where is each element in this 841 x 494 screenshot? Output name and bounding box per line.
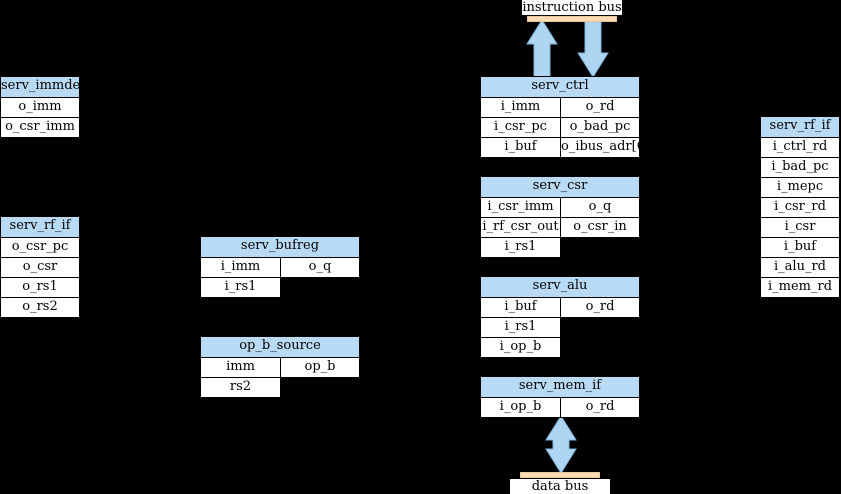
- port-row: i_alu_rd: [760, 258, 840, 278]
- port-cell-output[interactable]: o_ibus_adr[0]: [560, 138, 640, 158]
- port-cell-input[interactable]: i_buf: [480, 298, 560, 318]
- port-cell-spacer: [560, 338, 640, 358]
- port-cell-input[interactable]: i_ctrl_rd: [760, 138, 840, 158]
- module-title-op-b-source: op_b_source: [200, 336, 360, 358]
- port-cell-input[interactable]: i_mem_rd: [760, 278, 840, 298]
- module-title-serv-rf-if-left: serv_rf_if: [0, 216, 80, 238]
- module-title-serv-rf-if-right: serv_rf_if: [760, 116, 840, 138]
- port-row: i_op_b: [480, 338, 640, 358]
- port-cell-input[interactable]: i_rs1: [200, 278, 280, 298]
- port-row: i_buf: [760, 238, 840, 258]
- port-cell-input[interactable]: o_imm: [0, 98, 80, 118]
- port-cell-input[interactable]: o_rs2: [0, 298, 80, 318]
- port-row: i_bad_pc: [760, 158, 840, 178]
- port-cell-output[interactable]: o_rd: [560, 398, 640, 418]
- instruction-bus-bar: [527, 16, 617, 22]
- port-row: i_rs1: [480, 238, 640, 258]
- port-cell-spacer: [560, 318, 640, 338]
- module-title-serv-alu: serv_alu: [480, 276, 640, 298]
- port-cell-spacer: [280, 278, 360, 298]
- ibus-read-arrow: [526, 19, 558, 78]
- port-cell-input[interactable]: i_imm: [480, 98, 560, 118]
- port-cell-input[interactable]: imm: [200, 358, 280, 378]
- port-row: i_csr: [760, 218, 840, 238]
- port-cell-input[interactable]: i_csr_imm: [480, 198, 560, 218]
- port-cell-input[interactable]: i_alu_rd: [760, 258, 840, 278]
- port-cell-spacer: [560, 238, 640, 258]
- port-cell-input[interactable]: i_rs1: [480, 318, 560, 338]
- port-cell-input[interactable]: i_op_b: [480, 398, 560, 418]
- port-row: o_rs2: [0, 298, 80, 318]
- port-row: rs2: [200, 378, 360, 398]
- port-cell-output[interactable]: o_rd: [560, 298, 640, 318]
- module-title-serv-ctrl: serv_ctrl: [480, 76, 640, 98]
- port-row: i_csr_rd: [760, 198, 840, 218]
- module-title-serv-immdec: serv_immdec: [0, 76, 80, 98]
- port-cell-output[interactable]: o_q: [280, 258, 360, 278]
- port-cell-input[interactable]: o_csr_pc: [0, 238, 80, 258]
- port-cell-input[interactable]: i_imm: [200, 258, 280, 278]
- port-cell-spacer: [280, 378, 360, 398]
- module-title-serv-csr: serv_csr: [480, 176, 640, 198]
- port-cell-output[interactable]: o_bad_pc: [560, 118, 640, 138]
- module-title-serv-mem-if: serv_mem_if: [480, 376, 640, 398]
- port-row: o_rs1: [0, 278, 80, 298]
- port-row: i_mem_rd: [760, 278, 840, 298]
- port-row: o_imm: [0, 98, 80, 118]
- instruction-bus-label: instruction bus: [522, 0, 622, 15]
- port-cell-output[interactable]: o_q: [560, 198, 640, 218]
- port-cell-input[interactable]: rs2: [200, 378, 280, 398]
- port-row: i_ctrl_rd: [760, 138, 840, 158]
- dbus-arrow: [545, 415, 577, 474]
- module-title-serv-bufreg: serv_bufreg: [200, 236, 360, 258]
- port-cell-output[interactable]: op_b: [280, 358, 360, 378]
- data-bus-label: data bus: [510, 479, 610, 494]
- port-cell-output[interactable]: o_rd: [560, 98, 640, 118]
- port-cell-input[interactable]: i_op_b: [480, 338, 560, 358]
- port-cell-input[interactable]: i_buf: [480, 138, 560, 158]
- port-row: i_mepc: [760, 178, 840, 198]
- port-row: o_csr_pc: [0, 238, 80, 258]
- port-cell-input[interactable]: i_bad_pc: [760, 158, 840, 178]
- port-cell-input[interactable]: i_rf_csr_out: [480, 218, 560, 238]
- port-cell-input[interactable]: i_buf: [760, 238, 840, 258]
- port-cell-input[interactable]: i_csr_pc: [480, 118, 560, 138]
- port-cell-input[interactable]: i_csr_rd: [760, 198, 840, 218]
- port-cell-input[interactable]: o_csr: [0, 258, 80, 278]
- port-row: o_csr: [0, 258, 80, 278]
- port-cell-output[interactable]: o_csr_in: [560, 218, 640, 238]
- port-row: o_csr_imm: [0, 118, 80, 138]
- data-bus-bar: [520, 472, 600, 478]
- port-cell-input[interactable]: o_csr_imm: [0, 118, 80, 138]
- port-cell-input[interactable]: i_rs1: [480, 238, 560, 258]
- ibus-write-arrow: [577, 19, 609, 78]
- port-cell-input[interactable]: i_csr: [760, 218, 840, 238]
- port-cell-input[interactable]: i_mepc: [760, 178, 840, 198]
- port-row: i_rs1: [480, 318, 640, 338]
- port-cell-input[interactable]: o_rs1: [0, 278, 80, 298]
- port-row: i_rs1: [200, 278, 360, 298]
